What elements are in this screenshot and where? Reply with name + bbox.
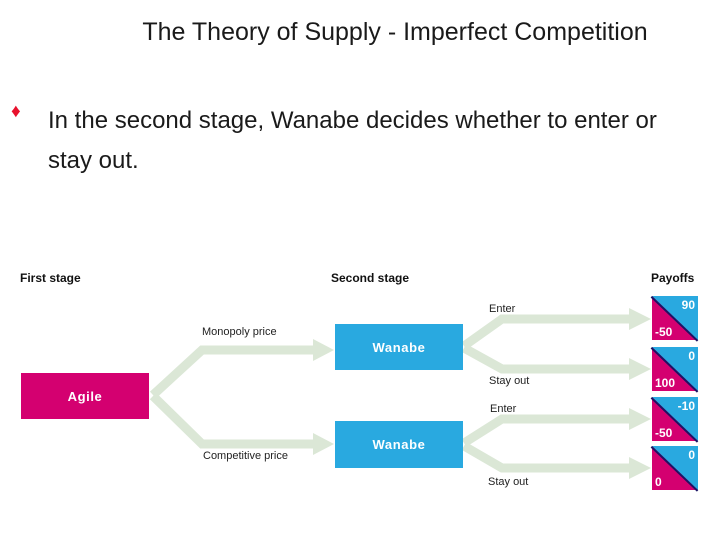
slide-title: The Theory of Supply - Imperfect Competi… xyxy=(142,18,648,46)
payoff-value-bottom: -50 xyxy=(655,426,673,440)
payoff-cell-competitive-enter: -10 -50 xyxy=(650,397,699,443)
arrowhead-competitive xyxy=(313,433,334,455)
arrowhead-stayout-bottom xyxy=(629,457,651,479)
arrowhead-enter-bottom xyxy=(629,408,651,430)
payoff-value-top: -10 xyxy=(677,399,695,413)
agile-node: Agile xyxy=(21,373,149,419)
competitive-price-label: Competitive price xyxy=(203,450,288,462)
branch-stayout-top xyxy=(461,344,631,374)
arrowhead-monopoly xyxy=(313,339,334,361)
payoff-value-top: 0 xyxy=(688,448,695,462)
branch-monopoly xyxy=(149,345,315,399)
first-stage-header: First stage xyxy=(20,271,81,285)
payoffs-header: Payoffs xyxy=(651,271,695,285)
bullet-diamond-icon: ♦ xyxy=(11,101,21,122)
payoff-cell-monopoly-enter: 90 -50 xyxy=(650,296,699,342)
bullet-text: In the second stage, Wanabe decides whet… xyxy=(48,107,657,174)
monopoly-price-label: Monopoly price xyxy=(202,326,277,338)
stay-out-label-top: Stay out xyxy=(489,375,530,387)
payoff-value-bottom: 0 xyxy=(655,475,662,489)
enter-label-top: Enter xyxy=(489,303,516,315)
branch-enter-bottom xyxy=(461,414,631,447)
payoff-value-top: 90 xyxy=(681,298,695,312)
payoff-value-bottom: 100 xyxy=(655,376,676,390)
payoff-cell-monopoly-stayout: 0 100 xyxy=(650,347,699,393)
wanabe-node-bottom: Wanabe xyxy=(335,421,463,468)
enter-label-bottom: Enter xyxy=(490,403,517,415)
payoff-cell-competitive-stayout: 0 0 xyxy=(650,446,699,492)
branch-competitive xyxy=(149,392,315,449)
arrowhead-enter-top xyxy=(629,308,651,330)
branch-stayout-bottom xyxy=(461,442,631,473)
second-stage-header: Second stage xyxy=(331,271,410,285)
payoff-value-top: 0 xyxy=(688,349,695,363)
arrowhead-stayout-top xyxy=(629,358,651,380)
payoff-value-bottom: -50 xyxy=(655,325,673,339)
branch-enter-top xyxy=(461,314,631,350)
stay-out-label-bottom: Stay out xyxy=(488,476,529,488)
wanabe-node-top: Wanabe xyxy=(335,324,463,370)
